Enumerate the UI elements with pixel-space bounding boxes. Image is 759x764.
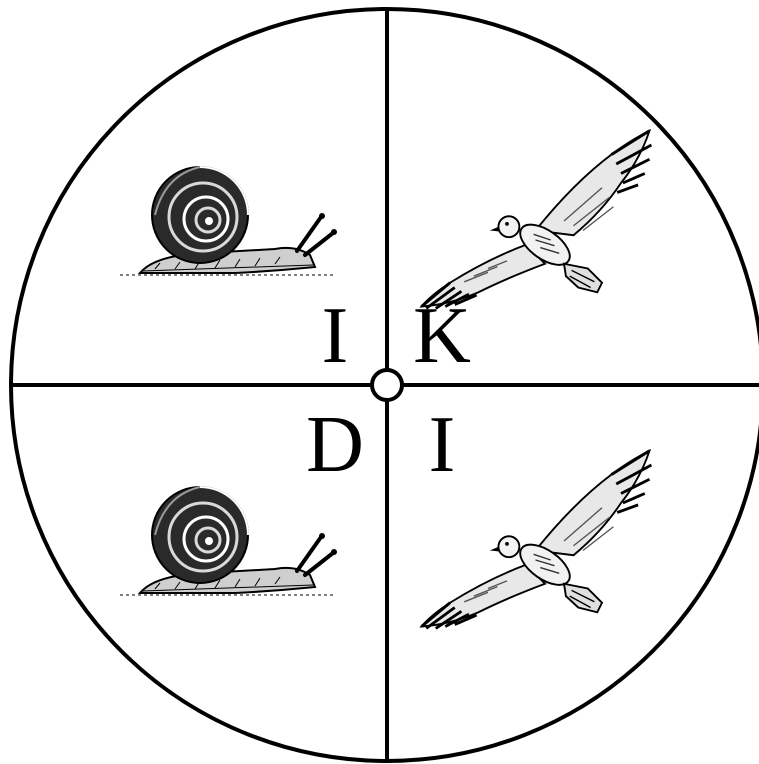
letter-bottom-right: I bbox=[429, 401, 456, 489]
letter-top-right: K bbox=[413, 292, 471, 380]
letter-bottom-left: D bbox=[306, 401, 364, 489]
center-node bbox=[372, 370, 402, 400]
letter-top-left: I bbox=[322, 292, 349, 380]
